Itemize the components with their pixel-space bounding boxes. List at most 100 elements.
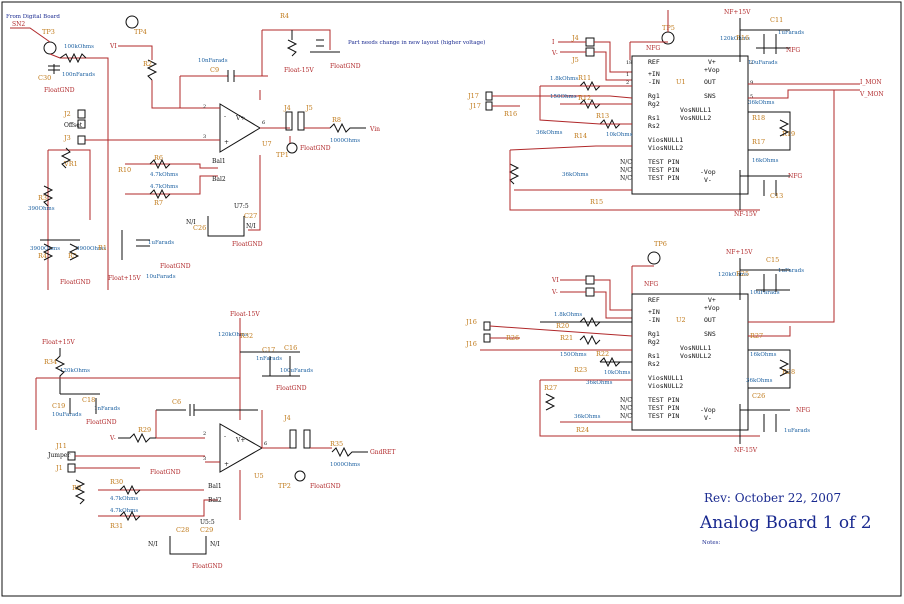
tp3-label: TP3 [42, 28, 55, 36]
r6-ref: R6 [154, 154, 163, 162]
r5-ref: R5 [68, 252, 77, 260]
c1uf-val-4: 1uFarads [784, 428, 810, 434]
u2-minus-in: -IN [648, 316, 660, 324]
r100k-val: 100kOhms [64, 44, 94, 50]
c100uf-val: 100uFarads [280, 368, 313, 374]
svg-text:5: 5 [750, 94, 753, 100]
j1-ref: J1 [55, 464, 63, 472]
u75-label: U7:5 [234, 203, 249, 210]
u5-block: Float-15V 120kOhms R32 C16 C17 1nFarads … [35, 311, 395, 570]
float15-net-2: Float+15V [42, 339, 75, 346]
u1-nc-2: N/C [620, 167, 632, 174]
c13-ref: C13 [770, 192, 783, 200]
r11-ref: R11 [578, 74, 591, 82]
nfg-net-1: NFG [646, 45, 660, 52]
nfm15-net-1: NF-15V [734, 211, 758, 218]
tp2-label: TP2 [278, 482, 291, 490]
svg-text:2: 2 [203, 104, 206, 110]
u2-test-pin-2: TEST PIN [648, 404, 679, 412]
r22-ref: R22 [596, 350, 609, 358]
r47k-val-1: 4.7kOhms [150, 172, 178, 178]
floatgnd-net-4: FloatGND [160, 263, 191, 270]
nfg-net-3: NFG [788, 173, 802, 180]
u5-opamp [219, 423, 264, 473]
floatgnd-net-1: FloatGND [44, 87, 75, 94]
u1-vminus: V- [704, 176, 712, 184]
floatgnd-net-11: FloatGND [310, 483, 341, 490]
u2-out: OUT [704, 316, 716, 324]
nfg-net-2: NFG [786, 47, 800, 54]
tp1-symbol [286, 142, 298, 154]
r47k-val-3: 4.7kOhms [110, 496, 138, 502]
nf15-net-2: NF+15V [726, 249, 753, 256]
r10-ref: R10 [118, 166, 131, 174]
part-change-note: Part needs change in new layout (higher … [348, 39, 485, 46]
svg-text:6: 6 [264, 441, 267, 447]
tp3-symbol [43, 41, 57, 55]
r36k-val-1: 36kOhms [536, 130, 563, 136]
tp6-symbol [647, 251, 661, 265]
u1-vios-null1: ViosNULL1 [648, 136, 683, 144]
c10uf-val-3: 10uFarads [748, 60, 778, 66]
u2-vplus: V+ [708, 296, 716, 304]
r1-ref: R1 [98, 244, 107, 252]
j4-ref: J4 [283, 104, 291, 112]
r120k-val-3: 120kOhms [720, 36, 750, 42]
u7-vplus: V+ [235, 115, 245, 122]
u2-vios-null2: ViosNULL2 [648, 382, 683, 390]
c28-ref: C28 [176, 526, 189, 534]
u1-nc-1: N/C [620, 159, 632, 166]
c19-ref: C19 [52, 402, 65, 410]
j16b-ref: J16 [465, 340, 477, 348]
r32-ref: R32 [240, 332, 253, 340]
v-minus-net-3: V- [551, 289, 558, 296]
svg-text:9: 9 [750, 80, 753, 86]
r16k-val-2: 16kOhms [750, 352, 777, 358]
j4b-ref: J4 [283, 414, 291, 422]
u1-vos-null1: VosNULL1 [680, 106, 711, 114]
u1-vplus: V+ [708, 58, 716, 66]
u2-rs1: Rs1 [648, 352, 660, 360]
r18k-val-1: 1.8kOhms [550, 76, 578, 82]
r36k-val-4: 36kOhms [586, 380, 613, 386]
u2-plus-in: +IN [648, 308, 660, 316]
r150-val-1: 150Ohms [550, 94, 577, 100]
c30-ref: C30 [38, 74, 51, 82]
svg-text:-: - [224, 433, 226, 440]
r36k-val-6: 36kOhms [746, 378, 773, 384]
svg-text:2: 2 [750, 60, 753, 66]
r20-ref: R20 [556, 322, 569, 330]
r120k-val-4: 120kOhms [718, 272, 748, 278]
u1-ic [631, 55, 749, 195]
r4b-ref: R4 [280, 12, 289, 20]
c9-ref: C9 [210, 66, 219, 74]
u7-bal1: Bal1 [212, 158, 226, 165]
r36k-val-3: 36kOhms [748, 100, 775, 106]
u2-nc-1: N/C [620, 397, 632, 404]
u7-ni-1: N/I [186, 219, 196, 226]
svg-text:6: 6 [262, 120, 265, 126]
r120k-val-2: 120kOhms [60, 368, 90, 374]
jumper-label: Jumper [47, 452, 70, 459]
c10uf-val-1: 10uFarads [146, 274, 176, 280]
u7-ref: U7 [262, 140, 272, 148]
u1-test-pin-3: TEST PIN [648, 174, 679, 182]
i-mon-net: I_MON [860, 79, 882, 86]
u2-ref-pin: REF [648, 296, 660, 304]
floatgnd-net-5: FloatGND [330, 63, 361, 70]
j17b-ref: J17 [469, 102, 481, 110]
r17-ref: R17 [752, 138, 765, 146]
u2-vos-null1: VosNULL1 [680, 344, 711, 352]
r120k-val: 120kOhms [218, 332, 248, 338]
revision-date: Rev: October 22, 2007 [704, 491, 841, 505]
r150-val-2: 150Ohms [560, 352, 587, 358]
vr1-ref: VR1 [63, 160, 78, 168]
floatgnd-net-6: FloatGND [300, 145, 331, 152]
r18-ref: R18 [752, 114, 765, 122]
u1-out: OUT [704, 78, 716, 86]
j11-ref: J11 [55, 442, 67, 450]
j3-ref: J3 [63, 134, 71, 142]
svg-text:1: 1 [626, 72, 629, 78]
floatm15-net-2: Float-15V [230, 311, 260, 318]
